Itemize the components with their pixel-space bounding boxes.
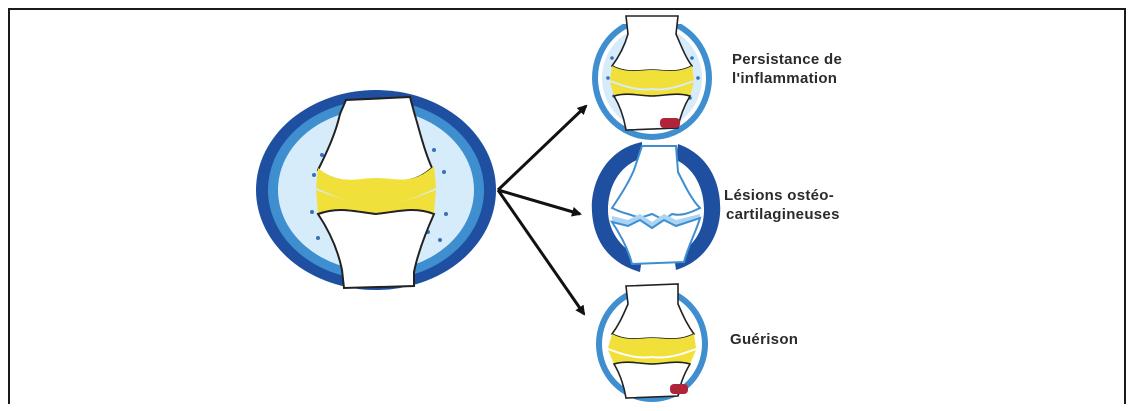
tendon-icon <box>670 384 688 394</box>
label-lesions: Lésions ostéo- cartilagineuses <box>724 186 840 224</box>
label-persistance: Persistance de l'inflammation <box>732 50 842 88</box>
arrow-icon <box>498 190 580 214</box>
label-line: Persistance de <box>732 50 842 69</box>
label-line: l'inflammation <box>732 69 842 88</box>
arrow-icon <box>498 190 584 314</box>
label-line: cartilagineuses <box>724 205 840 224</box>
joint-guerison <box>596 284 708 402</box>
joint-persistance <box>592 14 712 140</box>
joint-lesions <box>592 142 720 272</box>
outcome-arrows <box>498 106 586 314</box>
label-line: Guérison <box>730 330 798 349</box>
arrow-icon <box>498 106 586 190</box>
label-guerison: Guérison <box>730 330 798 349</box>
tendon-icon <box>660 118 680 128</box>
label-line: Lésions ostéo- <box>724 186 840 205</box>
inflamed-joint-main <box>256 90 496 290</box>
